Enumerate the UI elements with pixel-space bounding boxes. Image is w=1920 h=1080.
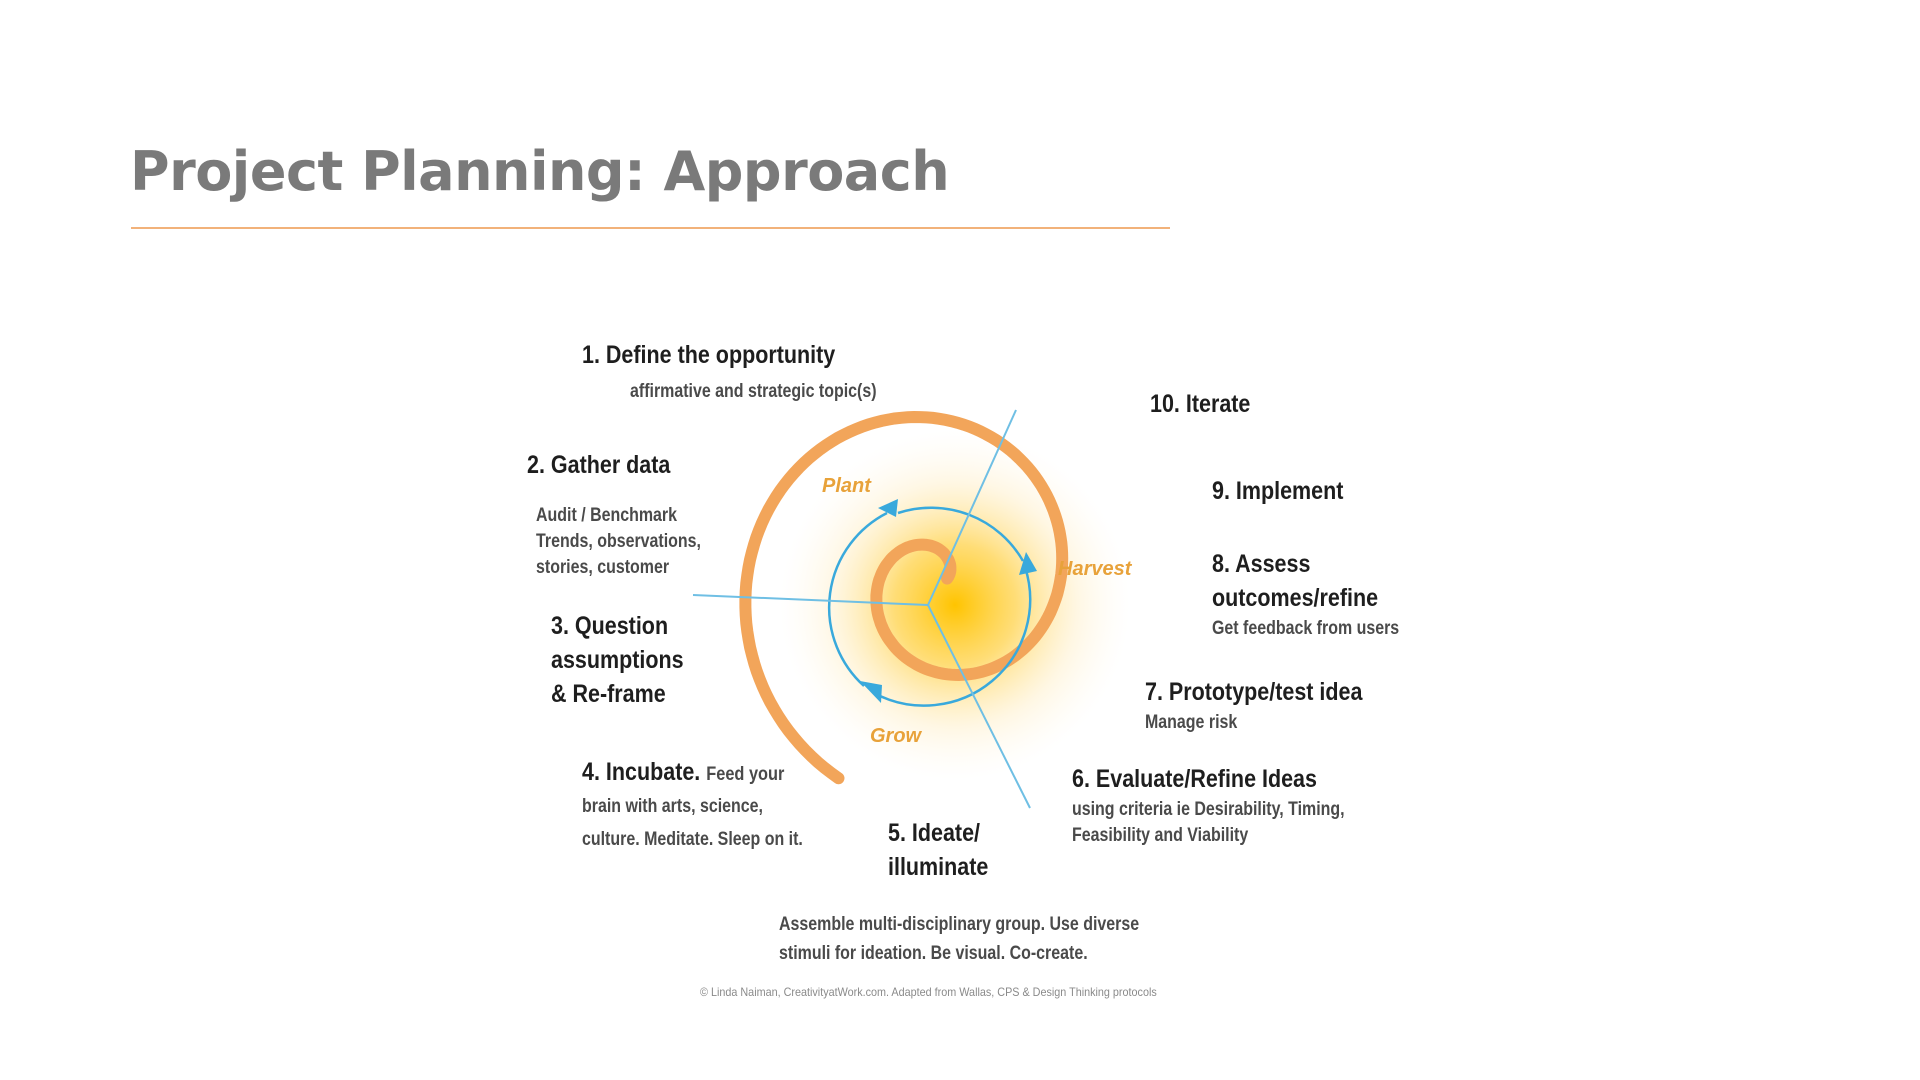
- step-10-label: 10. Iterate: [1150, 390, 1251, 418]
- step-5-line-2: illuminate: [888, 853, 989, 881]
- connector-question: [692, 594, 929, 606]
- step-7-desc: Manage risk: [1145, 712, 1238, 733]
- connector-evaluate: [927, 604, 1031, 809]
- step-2-desc-line-2: Trends, observations,: [536, 531, 701, 552]
- step-2-desc-line-3: stories, customer: [536, 557, 670, 578]
- step-2-desc: Audit / Benchmark Trends, observations, …: [536, 503, 701, 581]
- cycle-arc-right: [873, 566, 1032, 707]
- step-6-label: 6. Evaluate/Refine Ideas: [1072, 765, 1317, 793]
- step-8-desc: Get feedback from users: [1212, 618, 1400, 639]
- arrowhead-harvest: [1019, 552, 1037, 575]
- step-4-label: 4. Incubate. Feed your: [582, 755, 784, 792]
- cycle-arc-left: [827, 511, 888, 687]
- step-6-desc-line-2: Feasibility and Viability: [1072, 825, 1249, 846]
- step-8-line-1: 8. Assess: [1212, 550, 1311, 578]
- step-4-desc-line-2: brain with arts, science,: [582, 796, 763, 817]
- step-4-title: 4. Incubate.: [582, 758, 701, 786]
- step-3-label: 3. Question assumptions & Re-frame: [551, 609, 684, 711]
- step-2-label: 2. Gather data: [527, 451, 671, 479]
- step-4-desc-line-3: culture. Meditate. Sleep on it.: [582, 829, 803, 850]
- step-5-desc-line-2: stimuli for ideation. Be visual. Co-crea…: [779, 943, 1088, 964]
- credit-line: © Linda Naiman, CreativityatWork.com. Ad…: [700, 985, 1157, 999]
- arrowhead-grow: [860, 681, 882, 703]
- step-5-desc: Assemble multi-disciplinary group. Use d…: [779, 910, 1139, 968]
- step-4-desc: brain with arts, science, culture. Medit…: [582, 790, 803, 856]
- step-9-label: 9. Implement: [1212, 477, 1344, 505]
- connector-iterate: [927, 409, 1017, 606]
- step-5-label: 5. Ideate/ illuminate: [888, 816, 988, 884]
- step-8-line-2: outcomes/refine: [1212, 584, 1379, 612]
- center-glow: [780, 430, 1130, 780]
- step-5-desc-line-1: Assemble multi-disciplinary group. Use d…: [779, 914, 1140, 935]
- step-1-label: 1. Define the opportunity: [582, 341, 836, 369]
- title-underline: [131, 227, 1170, 229]
- step-7-label: 7. Prototype/test idea: [1145, 678, 1363, 706]
- step-4-desc-inline: Feed your: [706, 764, 785, 785]
- arrowhead-plant: [878, 499, 898, 517]
- step-3-line-3: & Re-frame: [551, 680, 666, 708]
- slide-title: Project Planning: Approach: [130, 140, 950, 203]
- step-3-line-1: 3. Question: [551, 612, 669, 640]
- step-8-label: 8. Assess outcomes/refine: [1212, 547, 1378, 615]
- phase-label-harvest: Harvest: [1058, 558, 1132, 580]
- phase-label-grow: Grow: [870, 725, 922, 747]
- connector-lines: [692, 409, 1031, 809]
- phase-label-plant: Plant: [822, 475, 871, 497]
- orange-spiral: [739, 410, 1069, 785]
- step-6-desc-line-1: using criteria ie Desirability, Timing,: [1072, 799, 1345, 820]
- step-3-line-2: assumptions: [551, 646, 684, 674]
- cycle-arrowheads: [860, 499, 1037, 703]
- step-1-desc: affirmative and strategic topic(s): [630, 381, 877, 402]
- step-2-desc-line-1: Audit / Benchmark: [536, 505, 678, 526]
- step-5-line-1: 5. Ideate/: [888, 819, 981, 847]
- step-6-desc: using criteria ie Desirability, Timing, …: [1072, 797, 1345, 849]
